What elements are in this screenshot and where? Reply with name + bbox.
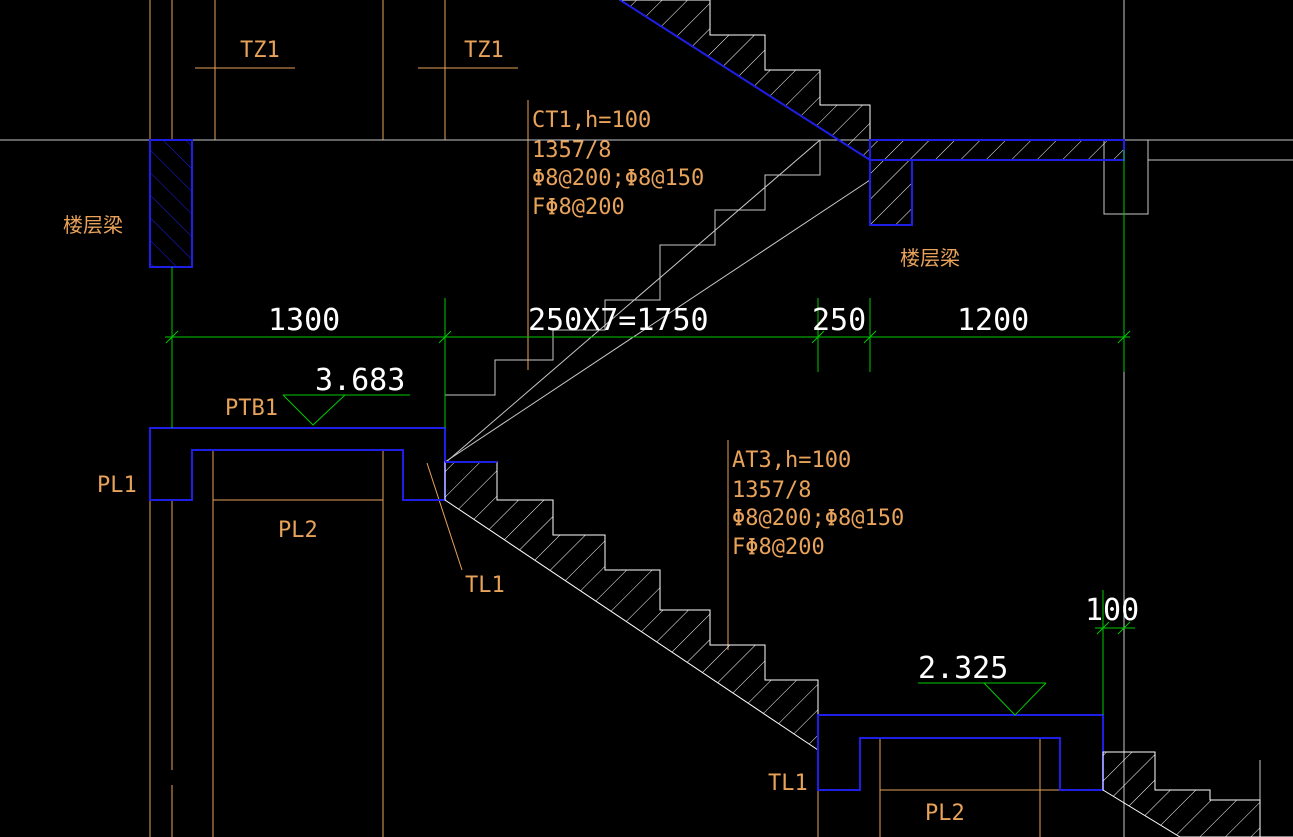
top-landing-slab	[869, 139, 1125, 161]
svg-text:FΦ8@200: FΦ8@200	[732, 535, 825, 560]
elevation-upper: 3.683	[315, 363, 405, 398]
lower-flight	[444, 461, 819, 751]
label-beam-left: 楼层梁	[63, 213, 123, 237]
ptb1-landing	[149, 427, 446, 501]
dimension-lines	[165, 150, 1135, 715]
floor-beam-left	[149, 139, 193, 268]
svg-text:Φ8@200;Φ8@150: Φ8@200;Φ8@150	[532, 166, 704, 191]
note-at3: AT3,h=100 1357/8 Φ8@200;Φ8@150 FΦ8@200	[732, 448, 904, 560]
svg-text:Φ8@200;Φ8@150: Φ8@200;Φ8@150	[732, 506, 904, 531]
svg-text:CT1,h=100: CT1,h=100	[532, 108, 651, 133]
column-lines	[149, 0, 1060, 837]
label-pl2-a: PL2	[278, 518, 318, 543]
elevation-marker-lower	[918, 682, 1047, 716]
label-tl1-a: TL1	[465, 573, 505, 598]
dim-1750: 250X7=1750	[528, 303, 709, 338]
label-tl1-b: TL1	[768, 771, 808, 796]
next-flight	[1102, 751, 1293, 837]
label-pl2-b: PL2	[925, 801, 965, 826]
lower-landing	[817, 714, 1104, 791]
dim-1200: 1200	[957, 303, 1029, 338]
label-tz1-a: TZ1	[240, 38, 280, 63]
dim-1300: 1300	[268, 303, 340, 338]
dim-250: 250	[812, 303, 866, 338]
elevation-lower: 2.325	[918, 651, 1008, 686]
label-ptb1: PTB1	[225, 396, 278, 421]
elevation-marker-upper	[282, 394, 410, 426]
upper-flight-steps	[445, 140, 821, 396]
svg-text:FΦ8@200: FΦ8@200	[532, 195, 625, 220]
svg-text:1357/8: 1357/8	[532, 138, 611, 163]
dim-100: 100	[1085, 593, 1139, 628]
svg-text:AT3,h=100: AT3,h=100	[732, 448, 851, 473]
svg-text:1357/8: 1357/8	[732, 478, 811, 503]
label-pl1: PL1	[97, 473, 137, 498]
label-tz1-b: TZ1	[464, 38, 504, 63]
note-ct1: CT1,h=100 1357/8 Φ8@200;Φ8@150 FΦ8@200	[532, 108, 704, 220]
top-landing-beam	[869, 159, 913, 226]
label-beam-right: 楼层梁	[900, 246, 960, 270]
